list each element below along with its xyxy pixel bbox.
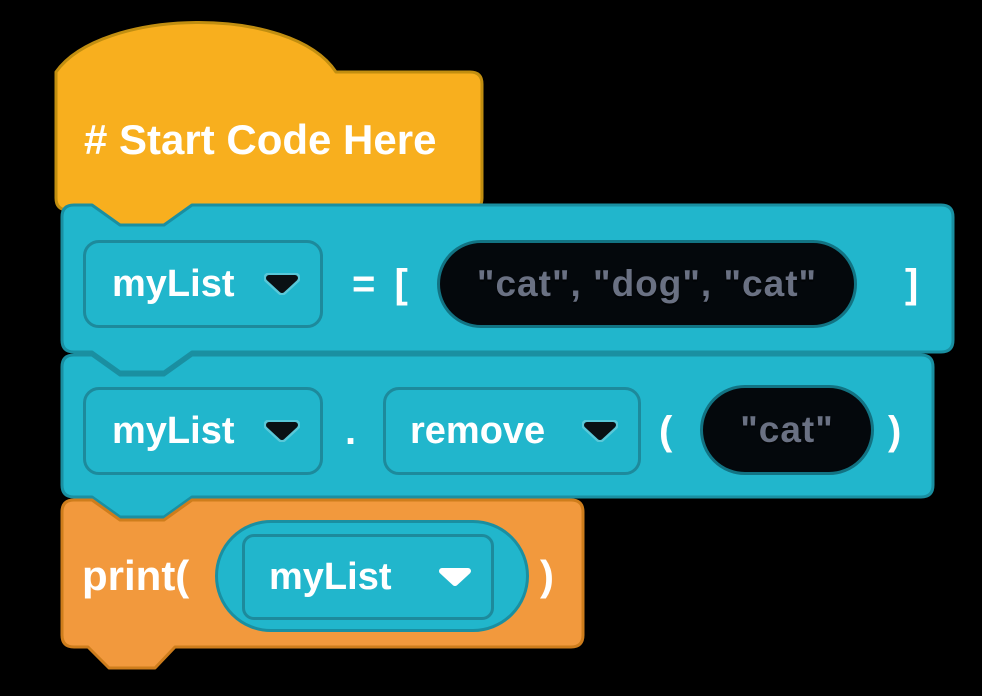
method-dropdown-remove[interactable]: remove [383, 387, 641, 475]
variable-dropdown-label: myList [269, 555, 392, 598]
variable-dropdown-mylist[interactable]: myList [83, 240, 323, 328]
list-items-input[interactable]: "cat", "dog", "cat" [437, 240, 857, 328]
dropdown-arrow-icon [264, 273, 300, 295]
block-start-code-here[interactable]: # Start Code Here [54, 20, 484, 232]
variable-block-mylist[interactable]: myList [215, 520, 529, 632]
variable-dropdown-mylist[interactable]: myList [83, 387, 323, 475]
variable-dropdown-mylist[interactable]: myList [242, 534, 494, 620]
close-bracket-text: ] [905, 261, 919, 306]
dot-text: . [345, 408, 357, 453]
method-dropdown-label: remove [410, 409, 546, 452]
dropdown-arrow-icon [582, 420, 618, 442]
block-list-assign[interactable]: myList = [ "cat", "dog", "cat" ] [60, 203, 955, 375]
close-paren-text: ) [888, 408, 902, 453]
block-list-remove[interactable]: myList . remove ( "cat" ) [60, 353, 935, 520]
variable-dropdown-label: myList [112, 409, 235, 452]
variable-dropdown-label: myList [112, 262, 235, 305]
method-argument-value: "cat" [740, 409, 834, 450]
block-print[interactable]: print( myList ) [60, 498, 585, 670]
dropdown-arrow-icon [439, 568, 471, 586]
print-label: print( [82, 552, 190, 599]
dropdown-arrow-icon [264, 420, 300, 442]
open-paren-text: ( [659, 408, 673, 453]
close-paren-text: ) [540, 552, 554, 599]
list-items-value: "cat", "dog", "cat" [476, 263, 818, 304]
method-argument-input[interactable]: "cat" [700, 385, 874, 475]
start-hat-label: # Start Code Here [84, 116, 437, 163]
assign-operator-text: = [ [352, 261, 412, 306]
